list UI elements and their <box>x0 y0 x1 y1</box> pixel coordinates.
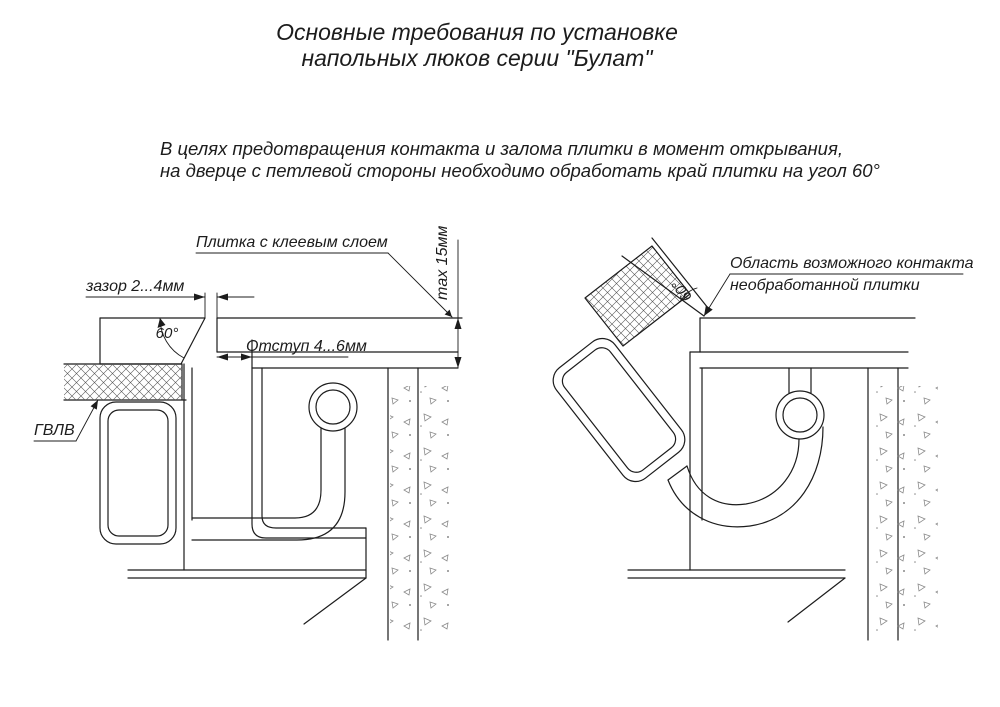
chamfer-line <box>180 317 206 365</box>
untreated-tile-hatched <box>584 245 691 347</box>
offset-label: Отступ 4...6мм <box>246 338 367 355</box>
hinge-barrel-outer <box>775 390 825 440</box>
contact-label-line1: Область возможного контакта <box>730 255 974 272</box>
gvl-leader-arrow <box>90 400 98 410</box>
concrete-area <box>870 386 938 632</box>
stiffener-profile-inner <box>107 409 169 537</box>
gap-label: зазор 2...4мм <box>85 278 184 295</box>
section-cut-slash <box>303 577 367 625</box>
tile-label: Плитка с клеевым слоем <box>196 234 388 251</box>
offset-arrow-right <box>241 353 252 361</box>
stiffener-profile-outer <box>99 401 177 545</box>
page-title-line1: Основные требования по установке <box>276 19 678 45</box>
angle-arc <box>681 287 698 300</box>
open-view: Область возможного контакта необработанн… <box>552 237 974 641</box>
door-pan-outer <box>251 367 367 539</box>
hinge-arm-outer <box>191 427 346 541</box>
concrete-area <box>390 386 458 632</box>
hinge-arm-inner <box>191 427 322 519</box>
section-cut-slash <box>787 577 846 623</box>
door-pan-inner <box>261 367 367 529</box>
max-label: max 15мм <box>434 226 451 300</box>
stiffener-profile-outer <box>552 337 686 483</box>
gvl-slab-hatch <box>64 364 182 400</box>
closed-arrowheads <box>90 293 462 410</box>
contact-edge-line1 <box>621 255 705 317</box>
stiffener-profile-inner <box>561 347 677 473</box>
gap-arrow-left <box>194 293 205 301</box>
max-arrow-bottom <box>454 357 462 368</box>
contact-leader-arrow <box>704 305 713 316</box>
note-line1: В целях предотвращения контакта и залома… <box>160 138 843 159</box>
gap-arrow-right <box>217 293 228 301</box>
contact-edge-line2 <box>651 237 709 309</box>
hinge-barrel-outer <box>308 382 358 432</box>
gap-extension-lines <box>204 292 218 319</box>
contact-label-line2: необработанной плитки <box>730 277 920 294</box>
frame-bottom-lines <box>627 569 846 579</box>
page-title-line2: напольных люков серии "Булат" <box>302 45 655 71</box>
hinge-arm-cap <box>667 465 688 481</box>
max-arrow-top <box>454 318 462 329</box>
angle-arc-arrow <box>157 318 166 328</box>
angle-label: 60° <box>156 325 179 342</box>
hinge-barrel-inner <box>315 389 351 425</box>
hinge-arm-outer <box>667 426 824 528</box>
closed-view: Плитка с клеевым слоем зазор 2...4мм 60°… <box>33 226 463 641</box>
tile-label-leader <box>387 252 453 318</box>
hinge-arm-inner <box>686 438 800 506</box>
open-structure <box>552 237 938 641</box>
tilted-stiffener-profile <box>552 337 686 483</box>
hinge-barrel-inner <box>782 397 818 433</box>
hinge-hangers <box>788 367 812 394</box>
closed-structure <box>63 317 463 641</box>
frame-bottom-lines <box>127 569 367 579</box>
offset-arrow-left <box>217 353 228 361</box>
note-line2: на дверце с петлевой стороны необходимо … <box>160 160 880 181</box>
gvl-label: ГВЛВ <box>34 422 75 439</box>
tile-leader-arrow <box>444 309 452 317</box>
